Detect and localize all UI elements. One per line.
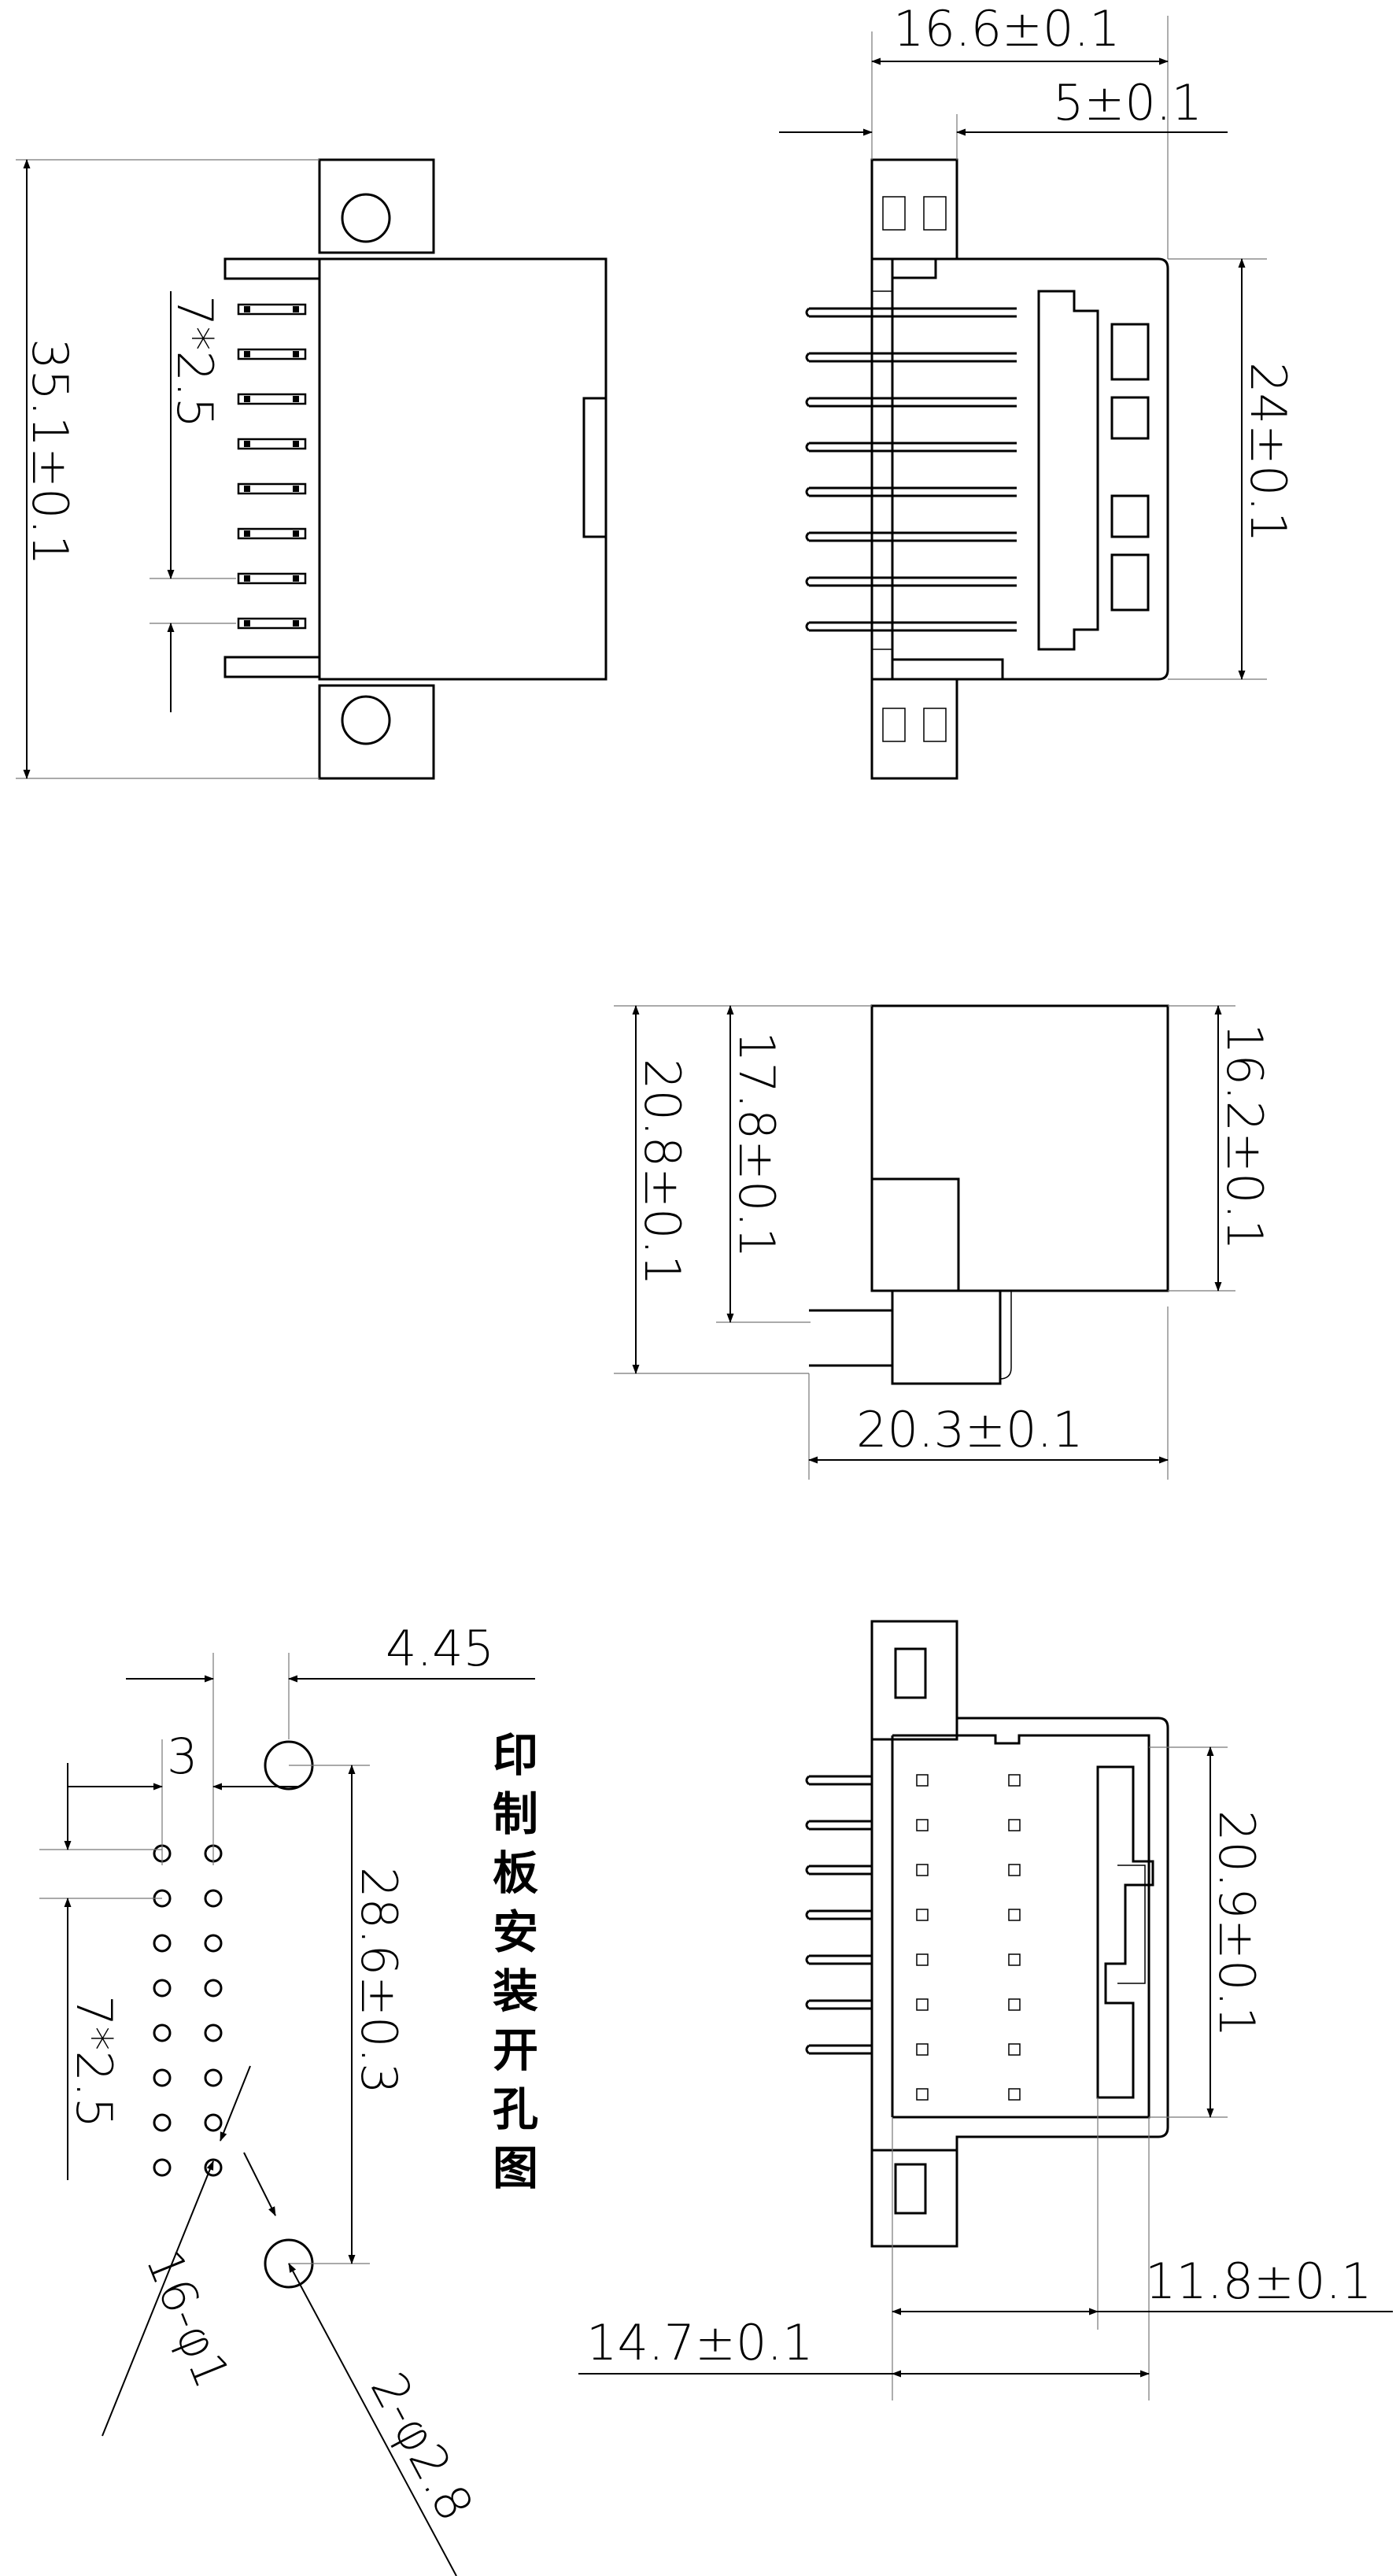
connector-pin [805, 531, 1017, 542]
pin-hole [153, 2068, 172, 2087]
view-top-right: 16.6±0.1 5±0.1 24±0.1 [779, 0, 1297, 780]
contact-slot [1008, 1953, 1021, 1966]
connector-pin [805, 307, 1017, 318]
connector-pin [237, 303, 307, 316]
connector-pin [237, 572, 307, 585]
connector-pin [805, 1954, 872, 1965]
contact-slot [916, 1909, 929, 1921]
contact-slot [916, 1953, 929, 1966]
pin-hole [204, 2113, 223, 2132]
mount-offset-dim-label: 4.45 [386, 1620, 494, 1677]
mount-spacing-dim-label: 28.6±0.3 [350, 1867, 408, 2094]
connector-pin [805, 442, 1017, 453]
connector-pin [237, 617, 307, 630]
layout-title-char: 装 [493, 1964, 538, 2018]
outer-height-dim-label: 20.8±0.1 [633, 1059, 691, 1286]
contact-slot [1008, 1864, 1021, 1876]
connector-pin [237, 393, 307, 405]
connector-pin [805, 1865, 872, 1876]
layout-title-char: 开 [493, 2023, 538, 2077]
connector-pin [237, 348, 307, 360]
connector-pin [805, 397, 1017, 408]
pcb-hole-layout: 4.45 3 7*2.5 28.6±0.3 16-φ1 2-φ2.8 印制板安装… [39, 1620, 538, 2576]
connector-pin [805, 2044, 872, 2055]
connector-pin [805, 1909, 872, 1920]
layout-title-char: 板 [493, 1846, 538, 1900]
connector-pin [805, 352, 1017, 363]
contact-slot [1008, 1774, 1021, 1787]
depth-dim-label: 20.3±0.1 [856, 1401, 1084, 1458]
pin-array [237, 303, 307, 630]
view-top-left: 35.1±0.1 7*2.5 [16, 158, 608, 780]
outer-width-dim-label: 14.7±0.1 [586, 2314, 814, 2371]
pin-hole [204, 2158, 223, 2177]
layout-title-char: 孔 [493, 2083, 538, 2136]
layout-title-char: 制 [493, 1787, 538, 1841]
pin-hole [153, 2158, 172, 2177]
layout-title-char: 安 [493, 1905, 538, 1959]
connector-pin [237, 482, 307, 495]
pin-hole [153, 1979, 172, 1998]
pin-hole [204, 2023, 223, 2042]
pitch-dim-label: 7*2.5 [166, 295, 223, 428]
pin-hole [153, 1934, 172, 1953]
pin-hole [204, 2068, 223, 2087]
contact-slot [916, 2088, 929, 2101]
inner-height-dim-label: 17.8±0.1 [728, 1031, 785, 1258]
contact-slot [1008, 1819, 1021, 1831]
layout-title-char: 图 [493, 2142, 538, 2195]
connector-pin [805, 1775, 872, 1786]
pitch-dim-label: 7*2.5 [65, 1995, 123, 2128]
inner-width-dim-label: 11.8±0.1 [1145, 2253, 1372, 2310]
mount-hole-dim-label: 2-φ2.8 [360, 2363, 485, 2530]
view-front: 20.9±0.1 11.8±0.1 14.7±0.1 [578, 1620, 1393, 2400]
connector-pin [805, 486, 1017, 497]
pin-hole [204, 1979, 223, 1998]
contact-slot [1008, 2088, 1021, 2101]
body-height-dim-label: 16.2±0.1 [1216, 1023, 1273, 1251]
contact-slot [1008, 2043, 1021, 2056]
height-dim-label: 35.1±0.1 [21, 338, 79, 566]
contact-slot [1008, 1998, 1021, 2011]
connector-pin [237, 438, 307, 450]
contact-slot [916, 1998, 929, 2011]
row-spacing-dim-label: 3 [167, 1728, 198, 1785]
pin-hole [153, 2023, 172, 2042]
layout-title-char: 印 [493, 1728, 538, 1782]
connector-pin [805, 621, 1017, 632]
pin-hole [204, 1889, 223, 1908]
contact-slot [916, 2043, 929, 2056]
connector-pin [805, 576, 1017, 587]
pin-hole [204, 1934, 223, 1953]
view-side: 20.8±0.1 17.8±0.1 16.2±0.1 20.3±0.1 [614, 1004, 1273, 1480]
opening-height-dim-label: 20.9±0.1 [1208, 1810, 1265, 2038]
contact-slot [916, 1864, 929, 1876]
connector-pin [237, 527, 307, 540]
height-dim-label: 24±0.1 [1239, 362, 1297, 542]
connector-pin [805, 1999, 872, 2010]
pin-hole [153, 2113, 172, 2132]
offset-dim-label: 5±0.1 [1053, 74, 1202, 131]
width-dim-label: 16.6±0.1 [893, 0, 1121, 57]
pin-hole-dim-label: 16-φ1 [135, 2242, 242, 2396]
contact-slot [916, 1774, 929, 1787]
contact-slot [916, 1819, 929, 1831]
connector-pin [805, 1820, 872, 1831]
contact-slot [1008, 1909, 1021, 1921]
